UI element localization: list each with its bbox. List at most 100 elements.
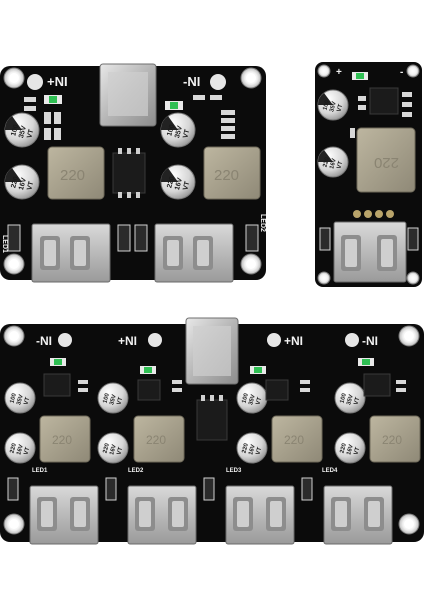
input-negative-label-left: -NI — [36, 334, 52, 348]
svg-text:35V: 35V — [346, 394, 355, 406]
svg-text:VT: VT — [26, 180, 35, 191]
svg-text:220: 220 — [146, 433, 166, 447]
led2-label: LED2 — [259, 214, 266, 232]
usb-a-port — [225, 485, 295, 545]
svg-text:100: 100 — [9, 392, 18, 404]
electrolytic-capacitor: 220 16V VT — [236, 432, 268, 464]
power-inductor: 220 — [47, 146, 105, 200]
electrolytic-capacitor: 100 35V VT — [317, 89, 349, 121]
input-positive-label-right: +NI — [284, 334, 303, 348]
electrolytic-capacitor: 220 16V VT — [334, 432, 366, 464]
power-inductor: 220 — [356, 127, 416, 193]
mounting-hole — [406, 64, 420, 78]
led1-label: LED1 — [1, 235, 8, 253]
electrolytic-capacitor: 220 16V VT — [317, 146, 349, 178]
svg-text:100: 100 — [166, 124, 176, 137]
svg-text:VT: VT — [354, 446, 362, 455]
svg-text:35V: 35V — [329, 101, 338, 113]
svg-text:VT: VT — [117, 446, 125, 455]
svg-text:100: 100 — [322, 99, 331, 111]
mounting-hole — [406, 271, 420, 285]
electrolytic-capacitor: 220 16V VT — [97, 432, 129, 464]
svg-text:220: 220 — [284, 433, 304, 447]
svg-text:100: 100 — [339, 392, 348, 404]
svg-text:35V: 35V — [174, 125, 184, 139]
svg-text:VT: VT — [24, 396, 32, 405]
electrolytic-capacitor: 220 16V VT — [4, 432, 36, 464]
svg-text:VT: VT — [24, 446, 32, 455]
power-inductor: 220 — [369, 415, 421, 463]
svg-text:100: 100 — [102, 392, 111, 404]
electrolytic-capacitor: 100 35V VT — [97, 382, 129, 414]
svg-text:100: 100 — [10, 124, 20, 137]
input-negative-label-right: -NI — [362, 334, 378, 348]
svg-text:16V: 16V — [109, 444, 118, 456]
svg-text:220: 220 — [60, 167, 85, 184]
svg-text:VT: VT — [182, 180, 191, 191]
input-negative-label: - — [400, 67, 403, 78]
electrolytic-capacitor: 100 35V VT — [160, 112, 196, 148]
svg-text:100: 100 — [241, 392, 250, 404]
svg-text:220: 220 — [10, 176, 20, 189]
svg-text:16V: 16V — [346, 444, 355, 456]
usb-a-port — [127, 485, 197, 545]
power-inductor: 220 — [39, 415, 91, 463]
controller-chip — [196, 399, 228, 441]
input-positive-label: + — [336, 67, 342, 78]
mounting-hole — [317, 64, 331, 78]
power-inductor: 220 — [133, 415, 185, 463]
electrolytic-capacitor: 100 35V VT — [4, 112, 40, 148]
svg-text:220: 220 — [102, 442, 111, 454]
power-inductor: 220 — [271, 415, 323, 463]
input-negative-label: -NI — [183, 74, 200, 89]
single-usb-board: + - 100 35V VT 220 16V VT 220 — [315, 62, 422, 287]
led3-label: LED3 — [226, 468, 242, 474]
svg-text:35V: 35V — [16, 394, 25, 406]
svg-text:16V: 16V — [248, 444, 257, 456]
svg-text:16V: 16V — [16, 444, 25, 456]
svg-text:16V: 16V — [329, 158, 338, 170]
svg-text:220: 220 — [214, 167, 239, 184]
electrolytic-capacitor: 100 35V VT — [236, 382, 268, 414]
led2-label: LED2 — [128, 468, 144, 474]
svg-text:35V: 35V — [18, 125, 28, 139]
svg-text:VT: VT — [337, 160, 345, 169]
led1-label: LED1 — [32, 468, 48, 474]
usb-a-port — [323, 485, 393, 545]
svg-text:220: 220 — [339, 442, 348, 454]
dual-usb-board: +NI -NI 100 35V VT 100 35V — [0, 63, 266, 283]
svg-text:220: 220 — [166, 176, 176, 189]
electrolytic-capacitor: 100 35V VT — [4, 382, 36, 414]
svg-text:220: 220 — [9, 442, 18, 454]
svg-text:220: 220 — [374, 154, 399, 171]
led4-label: LED4 — [322, 468, 338, 474]
svg-text:220: 220 — [52, 433, 72, 447]
svg-text:35V: 35V — [248, 394, 257, 406]
svg-text:16V: 16V — [174, 177, 184, 191]
svg-text:VT: VT — [26, 128, 35, 139]
usb-a-port — [333, 221, 407, 283]
electrolytic-capacitor: 220 16V VT — [160, 164, 196, 200]
svg-text:35V: 35V — [109, 394, 118, 406]
electrolytic-capacitor: 100 35V VT — [334, 382, 366, 414]
svg-text:220: 220 — [322, 156, 331, 168]
usb-a-port — [29, 485, 99, 545]
svg-text:VT: VT — [182, 128, 191, 139]
quad-usb-board: -NI +NI +NI -NI 100 35V VT 220 16V VT — [0, 317, 424, 545]
svg-text:VT: VT — [354, 396, 362, 405]
input-positive-label: +NI — [47, 74, 68, 89]
controller-chip — [112, 152, 146, 194]
svg-text:16V: 16V — [18, 177, 28, 191]
svg-text:VT: VT — [256, 396, 264, 405]
svg-text:VT: VT — [117, 396, 125, 405]
mounting-hole — [317, 271, 331, 285]
usb-a-port — [31, 223, 111, 283]
svg-text:220: 220 — [241, 442, 250, 454]
svg-text:VT: VT — [337, 103, 345, 112]
controller-chip — [369, 87, 399, 115]
power-inductor: 220 — [203, 146, 261, 200]
svg-text:220: 220 — [382, 433, 402, 447]
electrolytic-capacitor: 220 16V VT — [4, 164, 40, 200]
usb-a-port — [154, 223, 234, 283]
